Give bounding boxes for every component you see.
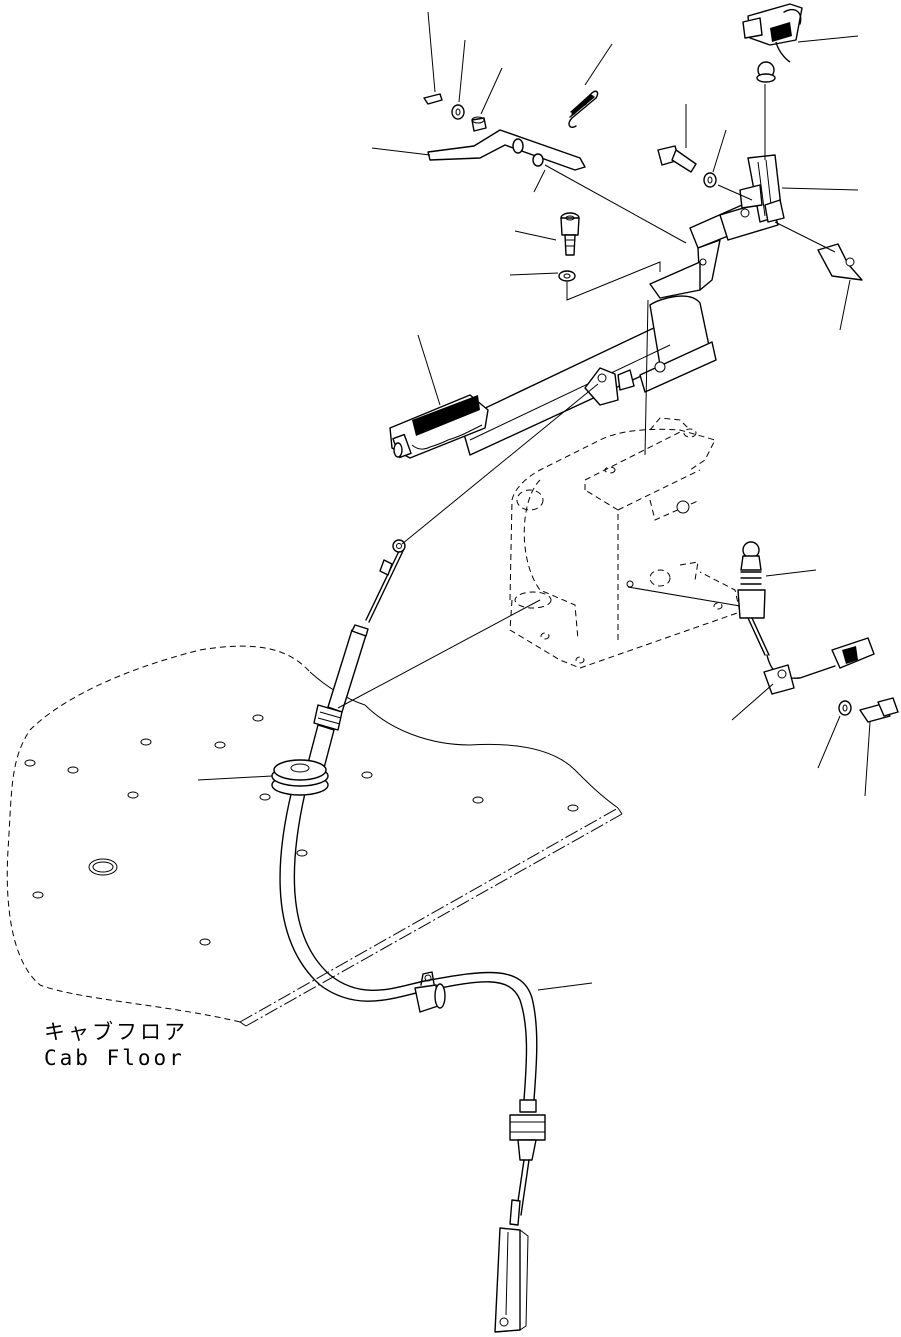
cab-floor-plate <box>6 645 623 1027</box>
grip-ribs <box>412 395 480 436</box>
upper-linkage-bracket <box>649 199 779 299</box>
leader-lines <box>197 11 871 991</box>
brake-switch <box>739 154 785 223</box>
pin-parts <box>423 93 487 132</box>
floor-grommet <box>271 759 329 796</box>
return-spring <box>568 90 599 128</box>
socket-bolt <box>558 212 661 301</box>
hex-bolt-upper <box>657 145 753 201</box>
switch-plate <box>774 221 863 281</box>
switch-connector-top <box>742 3 803 160</box>
lever-bracket <box>509 417 741 669</box>
floor-holes <box>24 714 579 946</box>
cab-floor-label-en: Cab Floor <box>44 1046 185 1070</box>
parking-brake-lever <box>389 295 717 459</box>
lower-brake-switch <box>627 541 899 723</box>
connecting-link <box>427 129 687 244</box>
brake-cable <box>279 539 546 1333</box>
cab-floor-label-jp: キャブフロア <box>44 1020 188 1044</box>
